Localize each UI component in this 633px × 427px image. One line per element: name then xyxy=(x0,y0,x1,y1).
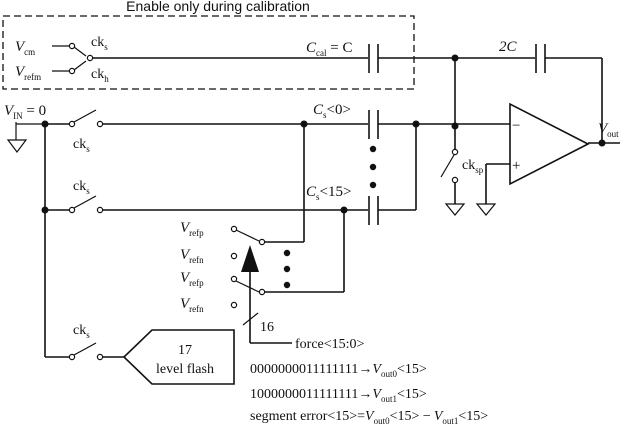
force-switch-1-common xyxy=(258,238,266,246)
force-switch-2-common xyxy=(258,288,266,296)
row0-switch-blade xyxy=(73,109,97,123)
bus-width-label: 16 xyxy=(260,320,274,335)
force-ellipsis-dot-1 xyxy=(283,249,291,257)
flash-label-line2: level flash xyxy=(156,362,214,377)
cksp-switch-blade xyxy=(440,154,455,178)
bus-width-slash xyxy=(242,312,259,326)
vout-label: Vout xyxy=(598,121,619,139)
flash-block xyxy=(122,329,235,385)
cap-ellipsis-dot-1 xyxy=(369,145,377,153)
calibration-box-caption: Enable only during calibration xyxy=(126,0,310,14)
ccal-label: Ccal = C xyxy=(306,40,352,58)
cksp-switch-top xyxy=(451,148,459,156)
vrefp-1-label: Vrefp xyxy=(180,220,204,238)
row0-switch-left xyxy=(68,120,76,128)
force-bus-label: force<15:0> xyxy=(295,337,365,352)
cal-switch-blade-cks xyxy=(73,46,87,57)
segment-error-equation: segment error<15>=Vout0<15> −Vout1<15> xyxy=(250,409,488,426)
opamp-minus-sign: − xyxy=(512,118,520,134)
vrefn-1-label: Vrefn xyxy=(180,247,204,265)
cksp-ground-symbol xyxy=(444,203,466,216)
cs0-label: Cs<0> xyxy=(313,102,351,120)
force-switch-1-refp-terminal xyxy=(230,225,238,233)
cs15-label: Cs<15> xyxy=(306,184,351,202)
cks-2-label: cks xyxy=(73,179,90,196)
cksp-switch-bottom xyxy=(451,176,459,184)
vrefm-switch-terminal xyxy=(68,67,76,75)
vrefn-2-label: Vrefn xyxy=(180,296,204,314)
vin-label: VIN = 0 xyxy=(4,103,46,121)
row0-switch-right xyxy=(96,120,104,128)
row15-switch-right xyxy=(96,206,104,214)
cap-ellipsis-dot-3 xyxy=(369,181,377,189)
force-switch-1-blade xyxy=(235,229,260,242)
force-switch-2-refp-terminal xyxy=(230,275,238,283)
force-switch-2-refn-terminal xyxy=(230,301,238,309)
ckh-cal-label: ckh xyxy=(91,67,109,84)
vin-ground-symbol xyxy=(6,139,28,153)
row15-switch-blade xyxy=(73,195,97,209)
cks-1-label: cks xyxy=(73,137,90,154)
opamp-plus-sign: + xyxy=(512,158,520,174)
vout-node-dot xyxy=(598,139,606,147)
opamp-triangle xyxy=(509,102,590,186)
summing-node-dot-top xyxy=(451,54,459,62)
code-line-2: 1000000011111111→Vout1<15> xyxy=(250,387,427,404)
cksp-label: cksp xyxy=(462,158,484,175)
flash-switch-left xyxy=(68,353,76,361)
cal-switch-blade-ckh xyxy=(73,60,87,71)
force-ellipsis-dot-3 xyxy=(283,281,291,289)
force-ellipsis-dot-2 xyxy=(283,265,291,273)
flash-switch-right xyxy=(96,353,104,361)
row15-switch-left xyxy=(68,206,76,214)
feedback-cap-label: 2C xyxy=(499,39,518,55)
vcm-switch-terminal xyxy=(68,42,76,50)
flash-switch-blade xyxy=(73,342,97,356)
code-line-1: 0000000011111111→Vout0<15> xyxy=(250,362,427,379)
vrefm-top-label: Vrefm xyxy=(15,64,41,82)
force-control-arrowhead xyxy=(241,245,259,272)
cks-3-label: cks xyxy=(73,323,90,340)
vrefp-2-label: Vrefp xyxy=(180,270,204,288)
force-switch-2-blade xyxy=(235,280,260,293)
flash-label-line1: 17 xyxy=(178,343,192,358)
vcm-label: Vcm xyxy=(15,39,35,57)
force-switch-1-refn-terminal xyxy=(230,252,238,260)
opamp-plus-ground-symbol xyxy=(475,203,497,216)
cks-cal-label: cks xyxy=(91,35,108,52)
cap-ellipsis-dot-2 xyxy=(369,163,377,171)
cal-switch-common-terminal xyxy=(86,54,94,62)
